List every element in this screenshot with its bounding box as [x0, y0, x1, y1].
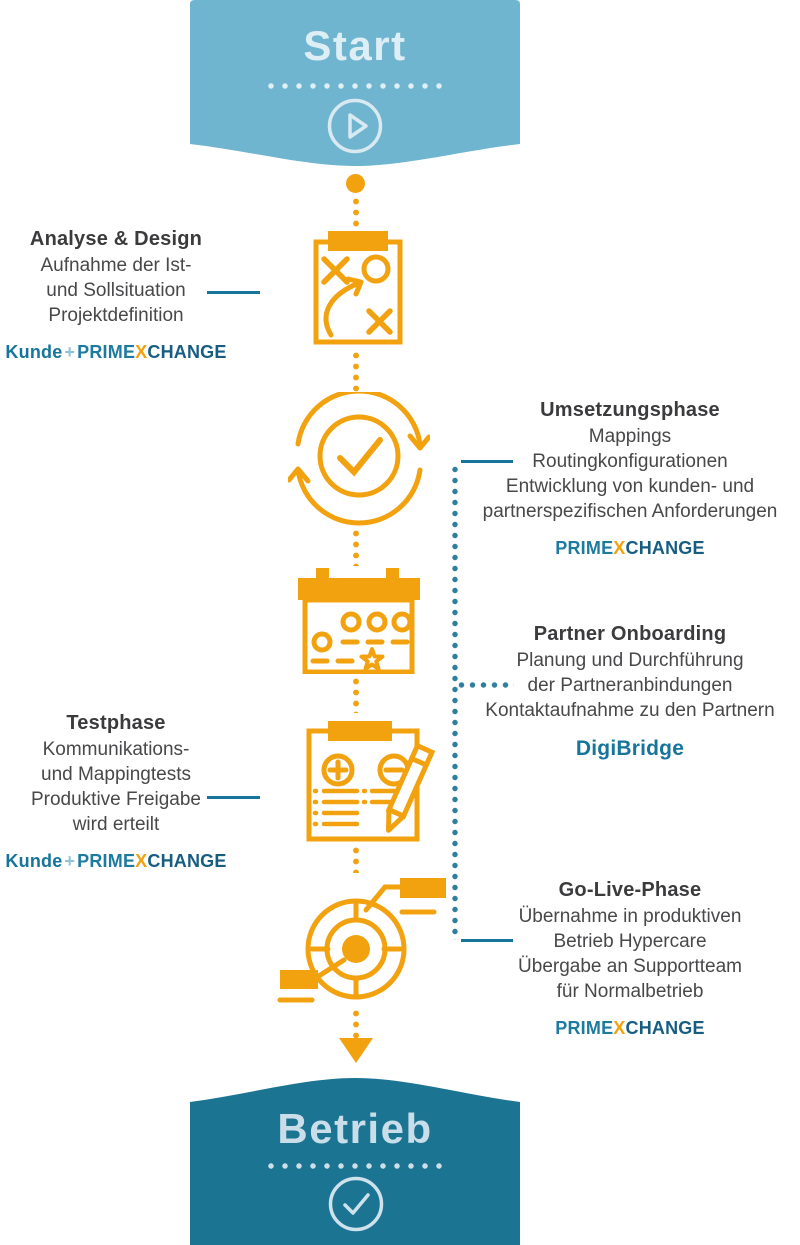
phase-block-partner-onboarding: Partner Onboarding Planung und Durchführ… — [460, 621, 800, 761]
phase-line: für Normalbetrieb — [556, 981, 704, 1002]
kunde-primexchange-logo: Kunde+PRIMEXCHANGE — [5, 851, 227, 871]
primexchange-logo: PRIMEXCHANGE — [555, 1018, 705, 1038]
phase-line: Kommunikations- — [42, 739, 190, 760]
phase-title: Analyse & Design — [29, 228, 203, 250]
connector-dotted-line — [456, 681, 514, 689]
flow-dotted-line — [352, 1008, 360, 1038]
phase-line: Routingkonfigurationen — [532, 451, 728, 472]
connector-line — [461, 939, 513, 942]
connector-line — [461, 460, 513, 463]
phase-line: Mappings — [588, 426, 672, 447]
phase-line: Aufnahme der Ist- — [40, 255, 192, 276]
cycle-check-icon — [288, 392, 430, 526]
kunde-primexchange-logo: Kunde+PRIMEXCHANGE — [5, 342, 227, 362]
banner-dotted-divider — [260, 82, 450, 90]
phase-line: und Sollsituation — [46, 280, 186, 301]
phase-title: Testphase — [66, 712, 166, 734]
flow-dotted-line — [352, 196, 360, 232]
phase-title: Go-Live-Phase — [558, 879, 702, 901]
betrieb-banner-label: Betrieb — [277, 1105, 433, 1152]
phase-line: Betrieb Hypercare — [553, 931, 707, 952]
phase-line: Kontaktaufnahme zu den Partnern — [485, 700, 775, 721]
betrieb-banner: Betrieb — [190, 1078, 520, 1245]
flow-dotted-line — [352, 676, 360, 713]
strategy-board-icon — [313, 231, 403, 345]
phase-block-testphase: Testphase Kommunikations- und Mappingtes… — [0, 710, 232, 872]
digibridge-logo: DigiBridge — [575, 737, 685, 760]
phase-block-umsetzungsphase: Umsetzungsphase Mappings Routingkonfigur… — [460, 397, 800, 559]
phase-line: Planung und Durchführung — [516, 650, 744, 671]
connector-line — [207, 291, 260, 294]
flow-arrowhead-icon — [339, 1038, 373, 1063]
phase-line: wird erteilt — [72, 814, 160, 835]
start-banner-label: Start — [303, 22, 407, 69]
phase-line: Produktive Freigabe — [30, 789, 202, 810]
checklist-pencil-icon — [306, 721, 435, 842]
phase-block-go-live: Go-Live-Phase Übernahme in produktiven B… — [460, 877, 800, 1039]
target-icon — [277, 878, 446, 1003]
play-icon — [327, 98, 383, 154]
check-icon — [328, 1176, 384, 1232]
phase-line: partnerspezifischen Anforderungen — [482, 501, 778, 522]
phase-line: Entwicklung von kunden- und — [505, 476, 755, 497]
flow-dotted-line — [352, 350, 360, 394]
phase-line: Übergabe an Supportteam — [518, 956, 742, 977]
primexchange-logo: PRIMEXCHANGE — [555, 538, 705, 558]
phase-block-analyse-design: Analyse & Design Aufnahme der Ist- und S… — [0, 226, 232, 363]
connector-line — [207, 796, 260, 799]
banner-dotted-divider — [260, 1162, 450, 1170]
flow-dotted-line — [352, 845, 360, 873]
start-banner: Start — [190, 0, 520, 170]
connector-dotted-line — [451, 464, 459, 940]
phase-line: und Mappingtests — [41, 764, 191, 785]
calendar-icon — [298, 568, 420, 674]
phase-line: Übernahme in produktiven — [518, 906, 742, 927]
flow-dotted-line — [352, 528, 360, 566]
phase-title: Partner Onboarding — [533, 623, 727, 645]
phase-title: Umsetzungsphase — [540, 399, 720, 421]
phase-line: Projektdefinition — [48, 305, 184, 326]
flow-start-dot — [346, 174, 365, 193]
betrieb-banner-shape — [190, 1078, 520, 1245]
phase-line: der Partneranbindungen — [527, 675, 733, 696]
